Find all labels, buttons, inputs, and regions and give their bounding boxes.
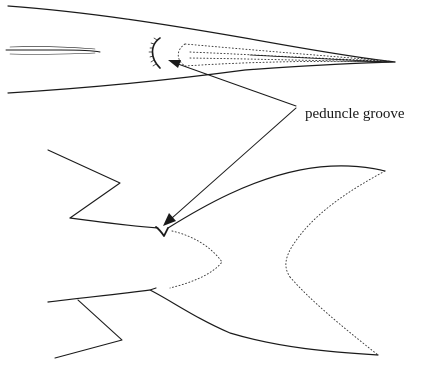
side-view-lower-lobe: [150, 290, 378, 355]
top-view-left-median-lower: [10, 53, 95, 54]
side-view-upper-lobe-inner: [286, 171, 385, 277]
top-view-peduncle: [6, 6, 395, 93]
top-view-left-median: [6, 50, 100, 52]
side-view-lower-edge: [48, 290, 150, 302]
side-view-tail: [48, 150, 385, 358]
arrow-to-top-groove: [178, 64, 296, 106]
annotation-label: peduncle groove: [305, 106, 405, 122]
top-view-left-median-upper: [10, 47, 95, 49]
side-view-lower-peduncle: [150, 288, 156, 290]
arrow-to-side-groove: [172, 108, 296, 218]
top-view-upper-outline: [8, 6, 395, 62]
top-view-lower-outline: [8, 62, 395, 93]
side-view-lower-lobe-inner: [290, 277, 378, 355]
top-view-keel-upper: [185, 44, 390, 61]
side-view-lower-notch: [55, 300, 122, 358]
side-view-upper-lobe: [168, 166, 385, 228]
side-view-groove: [156, 227, 168, 236]
top-view-groove: [153, 38, 161, 68]
side-view-upper-notch: [48, 150, 120, 218]
top-view-tip-line: [250, 55, 395, 62]
callout-arrows: [163, 60, 296, 226]
arrow-head-top: [168, 60, 181, 68]
side-view-peduncle-dots: [170, 231, 222, 288]
side-view-upper-edge: [70, 218, 158, 228]
